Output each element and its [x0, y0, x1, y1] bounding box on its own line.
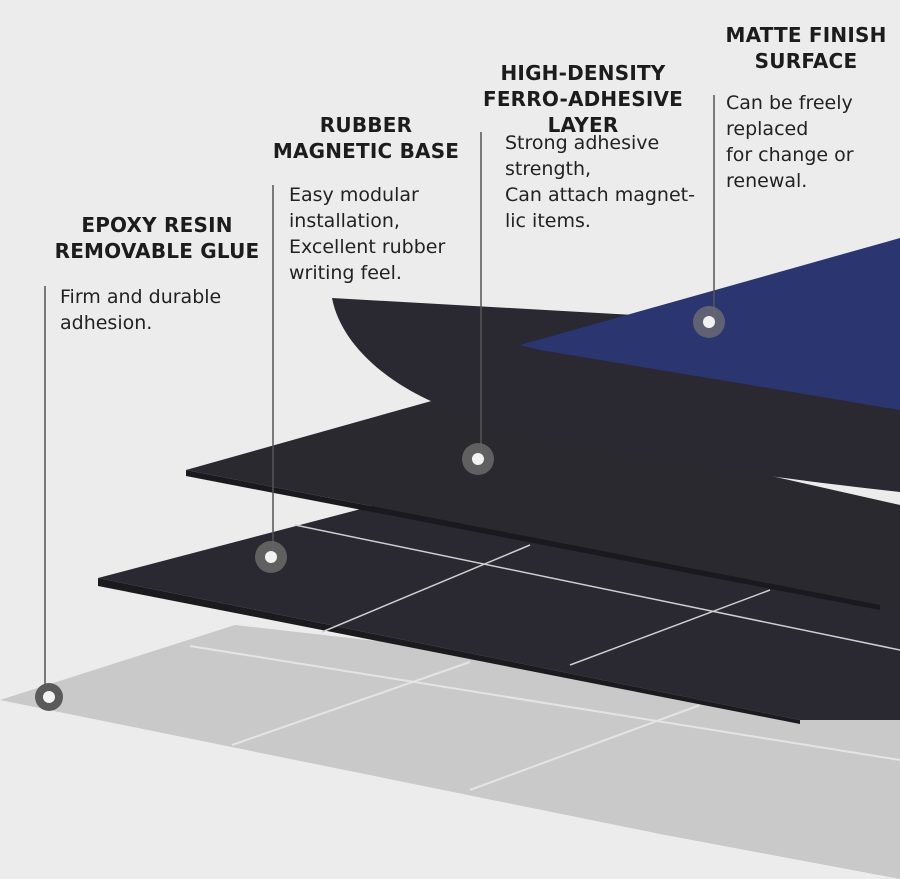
rubber-title-line-1: RUBBER	[319, 113, 413, 137]
rubber-desc-line-3: Excellent rubber	[289, 236, 446, 258]
epoxy-title-line-1: EPOXY RESIN	[81, 213, 233, 237]
ferro-title-line-1: HIGH-DENSITY	[500, 61, 666, 85]
ferro-desc-line-1: Strong adhesive	[505, 132, 660, 154]
ferro-desc-line-4: lic items.	[505, 210, 591, 232]
ferro-desc-line-2: strength,	[505, 158, 592, 180]
marker-epoxy	[35, 683, 63, 711]
rubber-desc-line-1: Easy modular	[289, 184, 419, 206]
matte-description: Can be freely replaced for change or ren…	[726, 90, 854, 194]
marker-rubber	[255, 541, 287, 573]
epoxy-description: Firm and durable adhesion.	[60, 284, 221, 336]
ferro-desc-line-3: Can attach magnet-	[505, 184, 695, 206]
epoxy-desc-line-2: adhesion.	[60, 312, 153, 334]
rubber-title-line-2: MAGNETIC BASE	[272, 139, 460, 163]
matte-title-line-1: MATTE FINISH	[725, 23, 887, 47]
epoxy-title-line-2: REMOVABLE GLUE	[54, 239, 260, 263]
floor-grid-lines	[189, 645, 900, 791]
ferro-title: HIGH-DENSITY FERRO-ADHESIVE LAYER	[455, 60, 711, 138]
marker-matte	[693, 306, 725, 338]
epoxy-resin-layer-edge	[98, 578, 800, 724]
rubber-description: Easy modular installation, Excellent rub…	[289, 182, 445, 286]
ferro-description: Strong adhesive strength, Can attach mag…	[505, 130, 695, 234]
epoxy-desc-line-1: Firm and durable	[60, 286, 222, 308]
rubber-desc-line-2: installation,	[289, 210, 400, 232]
matte-desc-line-3: for change or	[726, 144, 854, 166]
marker-ferro	[462, 443, 494, 475]
ferro-title-line-2: FERRO-ADHESIVE LAYER	[482, 87, 684, 137]
leader-lines	[44, 95, 715, 692]
matte-desc-line-1: Can be freely	[726, 92, 853, 114]
epoxy-title: EPOXY RESIN REMOVABLE GLUE	[52, 212, 262, 264]
matte-title: MATTE FINISH SURFACE	[718, 22, 894, 74]
matte-desc-line-4: renewal.	[726, 170, 808, 192]
epoxy-grid-lines	[294, 524, 900, 666]
matte-desc-line-2: replaced	[726, 118, 809, 140]
rubber-title: RUBBER MAGNETIC BASE	[268, 112, 464, 164]
rubber-desc-line-4: writing feel.	[289, 262, 402, 284]
rubber-magnetic-base-layer-edge	[186, 470, 880, 610]
rubber-magnetic-base-layer	[186, 400, 900, 605]
matte-title-line-2: SURFACE	[754, 49, 858, 73]
